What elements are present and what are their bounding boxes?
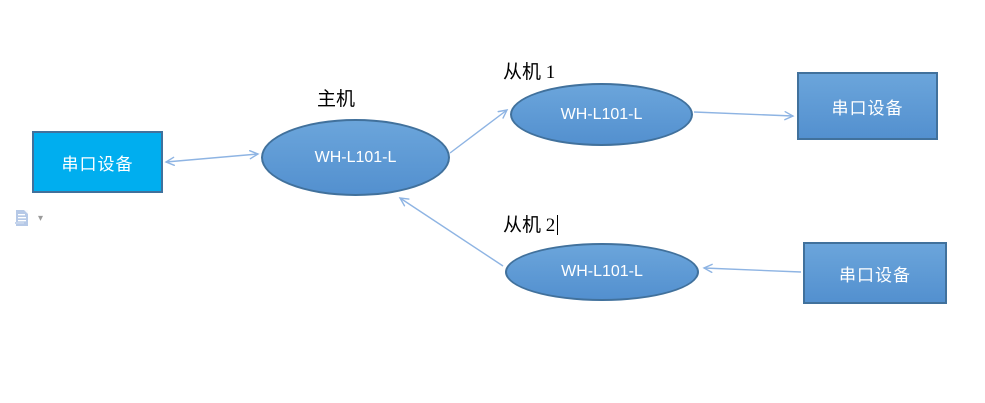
node-slave2-wh-l101-l[interactable]: WH-L101-L (505, 243, 699, 301)
connector-master-slave1[interactable] (449, 109, 509, 154)
node-slave1-label: WH-L101-L (560, 105, 643, 123)
connector-slave2-master[interactable] (398, 197, 504, 267)
node-master-wh-l101-l[interactable]: WH-L101-L (261, 119, 450, 196)
slave2-title-text: 从机 2 (503, 215, 556, 236)
slave2-title[interactable]: 从机 2 (503, 210, 559, 237)
text-cursor (557, 215, 559, 235)
paste-options-button[interactable]: ▾ (14, 209, 43, 229)
master-title[interactable]: 主机 (317, 89, 356, 110)
paste-options-icon (15, 210, 28, 226)
node-serial-device-top-right[interactable]: 串口设备 (797, 72, 938, 140)
paste-options-dropdown-icon: ▾ (38, 213, 44, 224)
connector-serial-bottom-right-slave2[interactable] (702, 263, 802, 274)
node-master-label: WH-L101-L (314, 148, 397, 166)
node-serial-device-bottom-right-label: 串口设备 (839, 265, 911, 285)
node-serial-device-left-label: 串口设备 (61, 154, 134, 174)
node-serial-device-top-right-label: 串口设备 (831, 98, 904, 118)
slave1-title[interactable]: 从机 1 (503, 62, 556, 83)
node-slave2-label: WH-L101-L (561, 263, 643, 280)
connector-serial-left-master[interactable] (164, 150, 260, 166)
node-serial-device-bottom-right[interactable]: 串口设备 (803, 242, 947, 304)
connector-slave1-serial-top-right[interactable] (693, 110, 795, 121)
node-slave1-wh-l101-l[interactable]: WH-L101-L (510, 83, 693, 146)
node-serial-device-left[interactable]: 串口设备 (32, 131, 163, 193)
